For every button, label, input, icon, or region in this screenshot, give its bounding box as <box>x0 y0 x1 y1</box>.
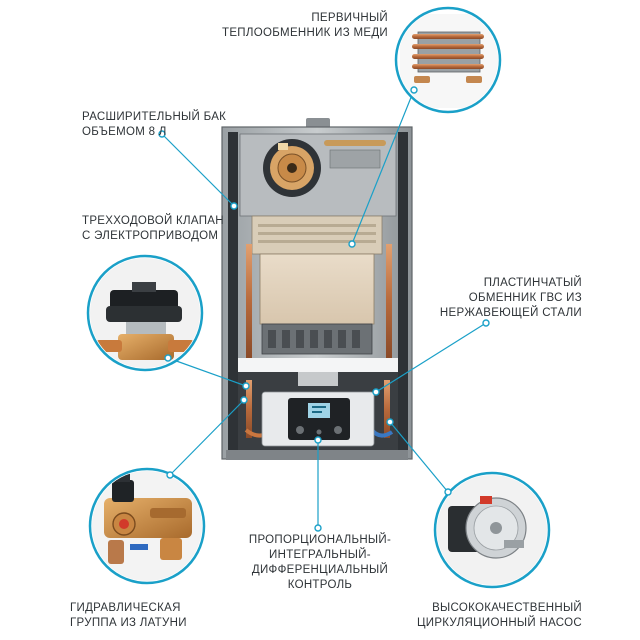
leader-lines <box>161 89 487 528</box>
combustion-chamber <box>259 253 375 325</box>
callout-three-way-valve <box>86 254 204 372</box>
boiler-body <box>221 118 413 460</box>
valve-image <box>96 282 194 360</box>
control-panel <box>261 391 375 447</box>
display-screen <box>308 403 330 418</box>
label-primary-exchanger: ПЕРВИЧНЫЙ ТЕПЛООБМЕННИК ИЗ МЕДИ <box>222 12 388 39</box>
control-knob-left <box>296 426 304 434</box>
brass-group-image <box>104 472 192 564</box>
label-expansion-tank: РАСШИРИТЕЛЬНЫЙ БАК ОБЪЕМОМ 8 Л <box>82 111 227 138</box>
callout-pump <box>433 471 551 589</box>
copper-coil-image <box>412 31 484 83</box>
label-pid-control: ПРОПОРЦИОНАЛЬНЫЙ- ИНТЕГРАЛЬНЫЙ- ДИФФЕРЕН… <box>248 534 392 591</box>
label-plate-exchanger: ПЛАСТИНЧАТЫЙ ОБМЕННИК ГВС ИЗ НЕРЖАВЕЮЩЕЙ… <box>439 277 582 319</box>
label-hydraulic-group: ГИДРАВЛИЧЕСКАЯ ГРУППА ИЗ ЛАТУНИ <box>70 602 187 629</box>
label-pump: ВЫСОКОКАЧЕСТВЕННЫЙ ЦИРКУЛЯЦИОННЫЙ НАСОС <box>416 602 582 629</box>
pump-image <box>448 496 527 559</box>
label-three-way-valve: ТРЕХХОДОВОЙ КЛАПАН С ЭЛЕКТРОПРИВОДОМ <box>82 215 224 242</box>
callout-primary-exchanger <box>394 6 502 114</box>
control-knob-right <box>334 426 342 434</box>
fan-assembly <box>263 139 321 197</box>
callout-hydraulic-group <box>88 467 206 585</box>
